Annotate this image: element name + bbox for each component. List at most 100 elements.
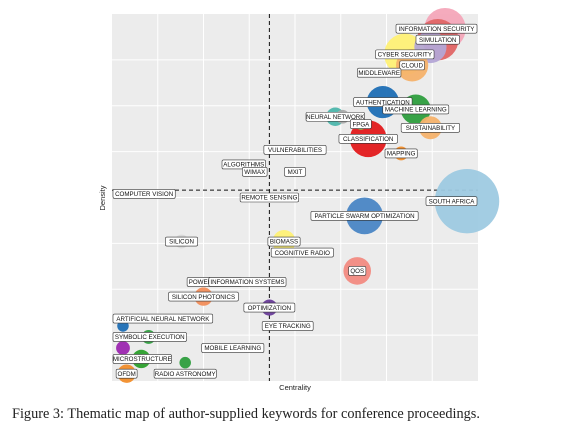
keyword-label-box <box>261 321 314 331</box>
keyword-label-text: ALGORITHMS <box>223 162 264 169</box>
keyword-label-box <box>284 167 306 177</box>
keyword-label: RADIO ASTRONOMY <box>153 368 217 379</box>
keyword-label: MOBILE LEARNING <box>201 343 265 353</box>
keyword-label-box <box>382 104 450 115</box>
y-axis-title: Density <box>98 185 107 210</box>
keyword-label-box <box>384 148 418 159</box>
keyword-label-box <box>165 236 198 247</box>
keyword-label-box <box>400 122 460 133</box>
keyword-label-box <box>263 144 327 155</box>
keyword-label-text: SILICON PHOTONICS <box>172 294 235 301</box>
keyword-label-box <box>395 23 478 34</box>
keyword-bubble <box>116 341 130 355</box>
keyword-label-text: INFORMATION SECURITY <box>399 26 475 33</box>
keyword-label-text: MXIT <box>288 169 303 176</box>
keyword-label: SIMULATION <box>415 34 460 45</box>
keyword-label: MACHINE LEARNING <box>382 104 450 115</box>
keyword-label: MXIT <box>284 167 306 177</box>
keyword-label-box <box>168 291 239 302</box>
keyword-label-box <box>348 266 367 276</box>
keyword-label-box <box>399 60 425 71</box>
keyword-label: CLOUD <box>399 60 425 71</box>
keyword-label-text: QOS <box>350 268 364 275</box>
keyword-label: INFORMATION SYSTEMS <box>208 277 287 287</box>
keyword-label: INFORMATION SECURITY <box>395 23 478 34</box>
keyword-label-text: SIMULATION <box>419 37 456 44</box>
keyword-label-text: MOBILE LEARNING <box>204 345 261 352</box>
keyword-label-text: INFORMATION SYSTEMS <box>210 279 284 286</box>
keyword-label-box <box>310 211 419 221</box>
keyword-label: SYMBOLIC EXECUTION <box>112 332 187 342</box>
keyword-label-box <box>112 313 214 324</box>
keyword-label: ARTIFICIAL NEURAL NETWORK <box>112 313 214 324</box>
keyword-label-box <box>208 277 287 287</box>
keyword-label-box <box>305 111 365 122</box>
keyword-label-text: COMPUTER VISION <box>115 191 173 198</box>
keyword-label: BIOMASS <box>267 236 301 247</box>
keyword-label: SOUTH AFRICA <box>425 196 478 206</box>
keyword-label-text: ARTIFICIAL NEURAL NETWORK <box>116 316 210 323</box>
keyword-label-box <box>338 133 398 144</box>
keyword-label-box <box>350 119 372 129</box>
keyword-label: SUSTAINABILITY <box>400 122 460 133</box>
keyword-label-box <box>415 34 460 45</box>
keyword-label-text: MICROSTRUCTURE <box>113 356 172 363</box>
keyword-label: SILICON <box>165 236 198 247</box>
keyword-label-box <box>153 368 217 379</box>
keyword-label-box <box>425 196 478 206</box>
keyword-label: CYBER SECURITY <box>375 49 435 60</box>
keyword-label-box <box>115 368 138 379</box>
keyword-label: EYE TRACKING <box>261 321 314 331</box>
keyword-label-text: BIOMASS <box>270 239 298 246</box>
keyword-label-box <box>267 236 301 247</box>
keyword-label-box <box>375 49 435 60</box>
keyword-label-text: SOUTH AFRICA <box>429 198 476 205</box>
keyword-label-text: SUSTAINABILITY <box>406 125 455 132</box>
keyword-label: NEURAL NETWORK <box>305 111 365 122</box>
keyword-label-text: PARTICLE SWARM OPTIMIZATION <box>314 213 414 220</box>
keyword-label-box <box>357 67 402 78</box>
keyword-label-text: CYBER SECURITY <box>378 52 432 59</box>
keyword-label: OPTIMIZATION <box>243 302 296 313</box>
keyword-label-box <box>242 167 268 177</box>
keyword-label-box <box>243 302 296 313</box>
keyword-label-text: WIMAX <box>244 169 265 176</box>
keyword-label: MAPPING <box>384 148 418 159</box>
keyword-bubble <box>179 356 191 369</box>
keyword-label-text: FPGA <box>352 121 370 128</box>
figure-caption: Figure 3: Thematic map of author-supplie… <box>12 406 480 422</box>
keyword-label: SILICON PHOTONICS <box>168 291 239 302</box>
keyword-label-text: SYMBOLIC EXECUTION <box>115 334 185 341</box>
keyword-label: WIMAX <box>242 167 268 177</box>
keyword-label: MICROSTRUCTURE <box>112 354 172 364</box>
keyword-label-text: VULNERABILITIES <box>268 147 322 154</box>
keyword-label-text: AUTHENTICATION <box>356 99 410 106</box>
keyword-label: QOS <box>348 266 367 276</box>
keyword-label: COMPUTER VISION <box>112 189 176 199</box>
keyword-label-text: COGNITIVE RADIO <box>275 250 331 257</box>
keyword-label-box <box>112 354 172 364</box>
keyword-label-text: EYE TRACKING <box>265 323 311 330</box>
x-axis-title: Centrality <box>279 383 311 392</box>
keyword-label: COGNITIVE RADIO <box>270 247 334 258</box>
keyword-label-text: NEURAL NETWORK <box>306 114 365 121</box>
keyword-label-text: SILICON <box>169 239 194 246</box>
keyword-label-box <box>112 332 187 342</box>
keyword-label-text: OFDM <box>118 371 136 378</box>
keyword-label-text: CLASSIFICATION <box>343 136 393 143</box>
thematic-map-chart: INFORMATION SECURITY SIMULATION CYBER SECU… <box>98 7 500 392</box>
keyword-label: CLASSIFICATION <box>338 133 398 144</box>
keyword-label-text: MACHINE LEARNING <box>385 107 447 114</box>
keyword-label-box <box>112 189 176 199</box>
keyword-label-text: REMOTE SENSING <box>241 195 297 202</box>
keyword-label-text: MAPPING <box>387 151 416 158</box>
keyword-label-text: MIDDLEWARE <box>358 70 400 77</box>
keyword-label-text: RADIO ASTRONOMY <box>155 371 216 378</box>
keyword-label: MIDDLEWARE <box>357 67 402 78</box>
keyword-label: REMOTE SENSING <box>239 192 299 203</box>
keyword-label: OFDM <box>115 368 138 379</box>
keyword-labels: INFORMATION SECURITY SIMULATION CYBER SECU… <box>112 23 478 379</box>
keyword-label-box <box>201 343 265 353</box>
keyword-label: VULNERABILITIES <box>263 144 327 155</box>
keyword-label-text: OPTIMIZATION <box>248 305 292 312</box>
